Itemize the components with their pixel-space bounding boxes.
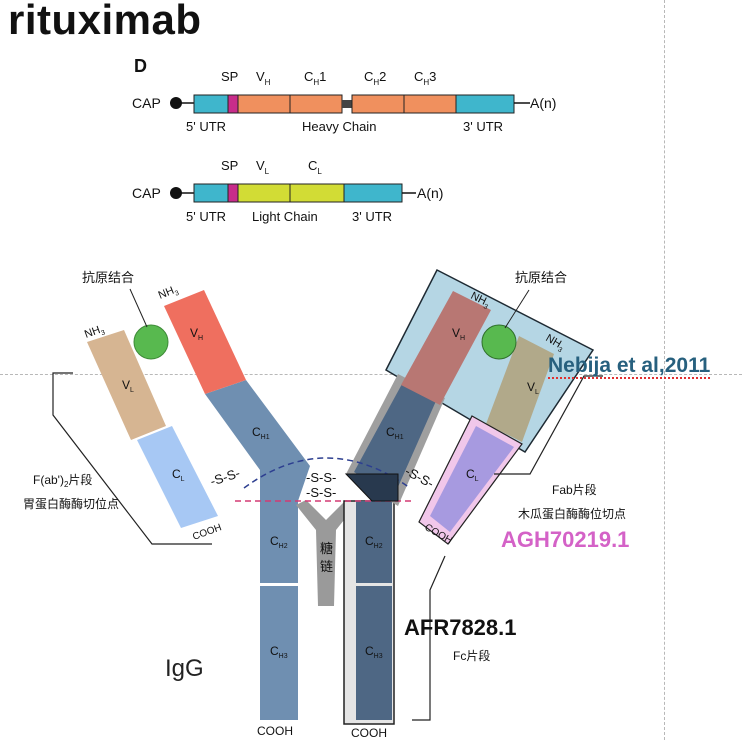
left-light-cooh: COOH [191, 522, 223, 543]
antigen-label-right: 抗原结合 [515, 270, 567, 285]
heavy-ch1-label: CH1 [304, 69, 326, 87]
left-ch1-label: CH1 [252, 425, 270, 441]
fab-highlight-box [385, 268, 595, 454]
heavy-ch1-segment [289, 94, 343, 114]
fab2-bracket [52, 372, 212, 545]
left-cl-label: CL [172, 467, 185, 483]
citation-note: Nebija et al,2011 [548, 354, 711, 379]
left-vh-domain [164, 290, 246, 394]
left-ch3-domain [260, 586, 298, 720]
accession-note-afr: AFR7828.1 [404, 615, 517, 640]
heavy-utr3-label: 3' UTR [463, 119, 503, 134]
heavy-sp-segment [227, 94, 239, 114]
left-vl-nh3: NH3 [83, 323, 106, 343]
heavy-vh-segment [237, 94, 291, 114]
pepsin-site-label: 胃蛋白酶酶切位点 [23, 496, 119, 511]
light-utr5-segment [193, 183, 229, 203]
left-antigen-circle [133, 324, 169, 360]
left-vl-domain [87, 330, 166, 440]
right-ch1-label: CH1 [386, 425, 404, 441]
heavy-ch2-label: CH2 [364, 69, 386, 87]
horizontal-guide-line [0, 374, 742, 375]
heavy-chain-label: Heavy Chain [302, 119, 376, 134]
left-ch2-domain [260, 501, 298, 583]
light-cl-label: CL [308, 158, 322, 176]
light-chain-gene: CAP A(n) SP VL CL 5' UTR Light Chain 3' … [132, 158, 443, 224]
light-polya-label: A(n) [417, 185, 443, 201]
igg-label: IgG [165, 655, 204, 682]
light-sp-label: SP [221, 158, 238, 173]
left-ch2-label: CH2 [270, 534, 288, 550]
light-cl-segment [289, 183, 345, 203]
right-ch2-domain [356, 501, 392, 583]
left-vh-label: VH [190, 326, 203, 342]
right-ch3-domain [356, 586, 392, 720]
fab2-label: F(ab')2片段 [33, 472, 92, 489]
left-vl-label: VL [122, 378, 134, 394]
heavy-sp-label: SP [221, 69, 238, 84]
right-vh-label: VH [452, 326, 465, 342]
light-vl-label: VL [256, 158, 270, 176]
papain-site-label: 木瓜蛋白酶酶位切点 [518, 506, 626, 521]
right-vl-label: VL [527, 380, 539, 396]
left-ch3-label: CH3 [270, 644, 288, 660]
heavy-ch3-label: CH3 [414, 69, 436, 87]
sugar-label-1: 糖 [320, 541, 333, 556]
light-utr3-segment [343, 183, 403, 203]
fab-bracket [494, 375, 603, 475]
light-sp-segment [227, 183, 239, 203]
heavy-cap-label: CAP [132, 95, 161, 111]
heavy-utr5-segment [193, 94, 229, 114]
hinge-box [344, 473, 399, 502]
heavy-chain-gene: CAP A(n) SP VH CH1 CH2 CH3 5' UTR Heavy … [132, 69, 556, 134]
panel-label: D [134, 56, 147, 76]
accession-note-agh: AGH70219.1 [501, 527, 630, 552]
light-vl-segment [237, 183, 291, 203]
right-heavy-cooh: COOH [351, 726, 387, 740]
right-disulfide: -S-S- [403, 463, 437, 490]
left-disulfide: -S-S- [208, 465, 241, 489]
left-cl-domain [137, 426, 218, 528]
heavy-ch3-segment [403, 94, 457, 114]
light-utr3-label: 3' UTR [352, 209, 392, 224]
fab-label: Fab片段 [552, 482, 597, 497]
light-cap-label: CAP [132, 185, 161, 201]
heavy-utr5-label: 5' UTR [186, 119, 226, 134]
heavy-hinge-segment [342, 100, 352, 108]
left-ch1-domain [205, 380, 310, 501]
fc-label: Fc片段 [453, 648, 490, 663]
page-title: rituximab [8, 0, 202, 43]
left-heavy-cooh: COOH [257, 724, 293, 738]
antigen-label-left: 抗原结合 [82, 270, 134, 285]
hinge-disulfide-bottom: -S-S- [306, 485, 336, 500]
right-vl-domain [486, 336, 554, 442]
light-utr5-label: 5' UTR [186, 209, 226, 224]
sugar-chain [296, 500, 356, 606]
light-chain-label: Light Chain [252, 209, 318, 224]
right-cl-domain [430, 426, 514, 532]
right-cl-label: CL [466, 467, 479, 483]
heavy-polya-label: A(n) [530, 95, 556, 111]
right-antigen-circle [481, 324, 517, 360]
right-ch3-label: CH3 [365, 644, 383, 660]
heavy-utr3-segment [455, 94, 515, 114]
right-vh-domain [401, 291, 491, 405]
right-ch1-domain [354, 384, 436, 496]
hinge-disulfide-top: -S-S- [306, 470, 336, 485]
heavy-vh-label: VH [256, 69, 271, 87]
sugar-label-2: 链 [320, 559, 333, 574]
heavy-ch2-segment [351, 94, 405, 114]
right-ch2-label: CH2 [365, 534, 383, 550]
fc-bracket [412, 555, 446, 721]
left-vh-nh3: NH3 [157, 283, 181, 303]
vertical-guide-line [664, 0, 665, 740]
